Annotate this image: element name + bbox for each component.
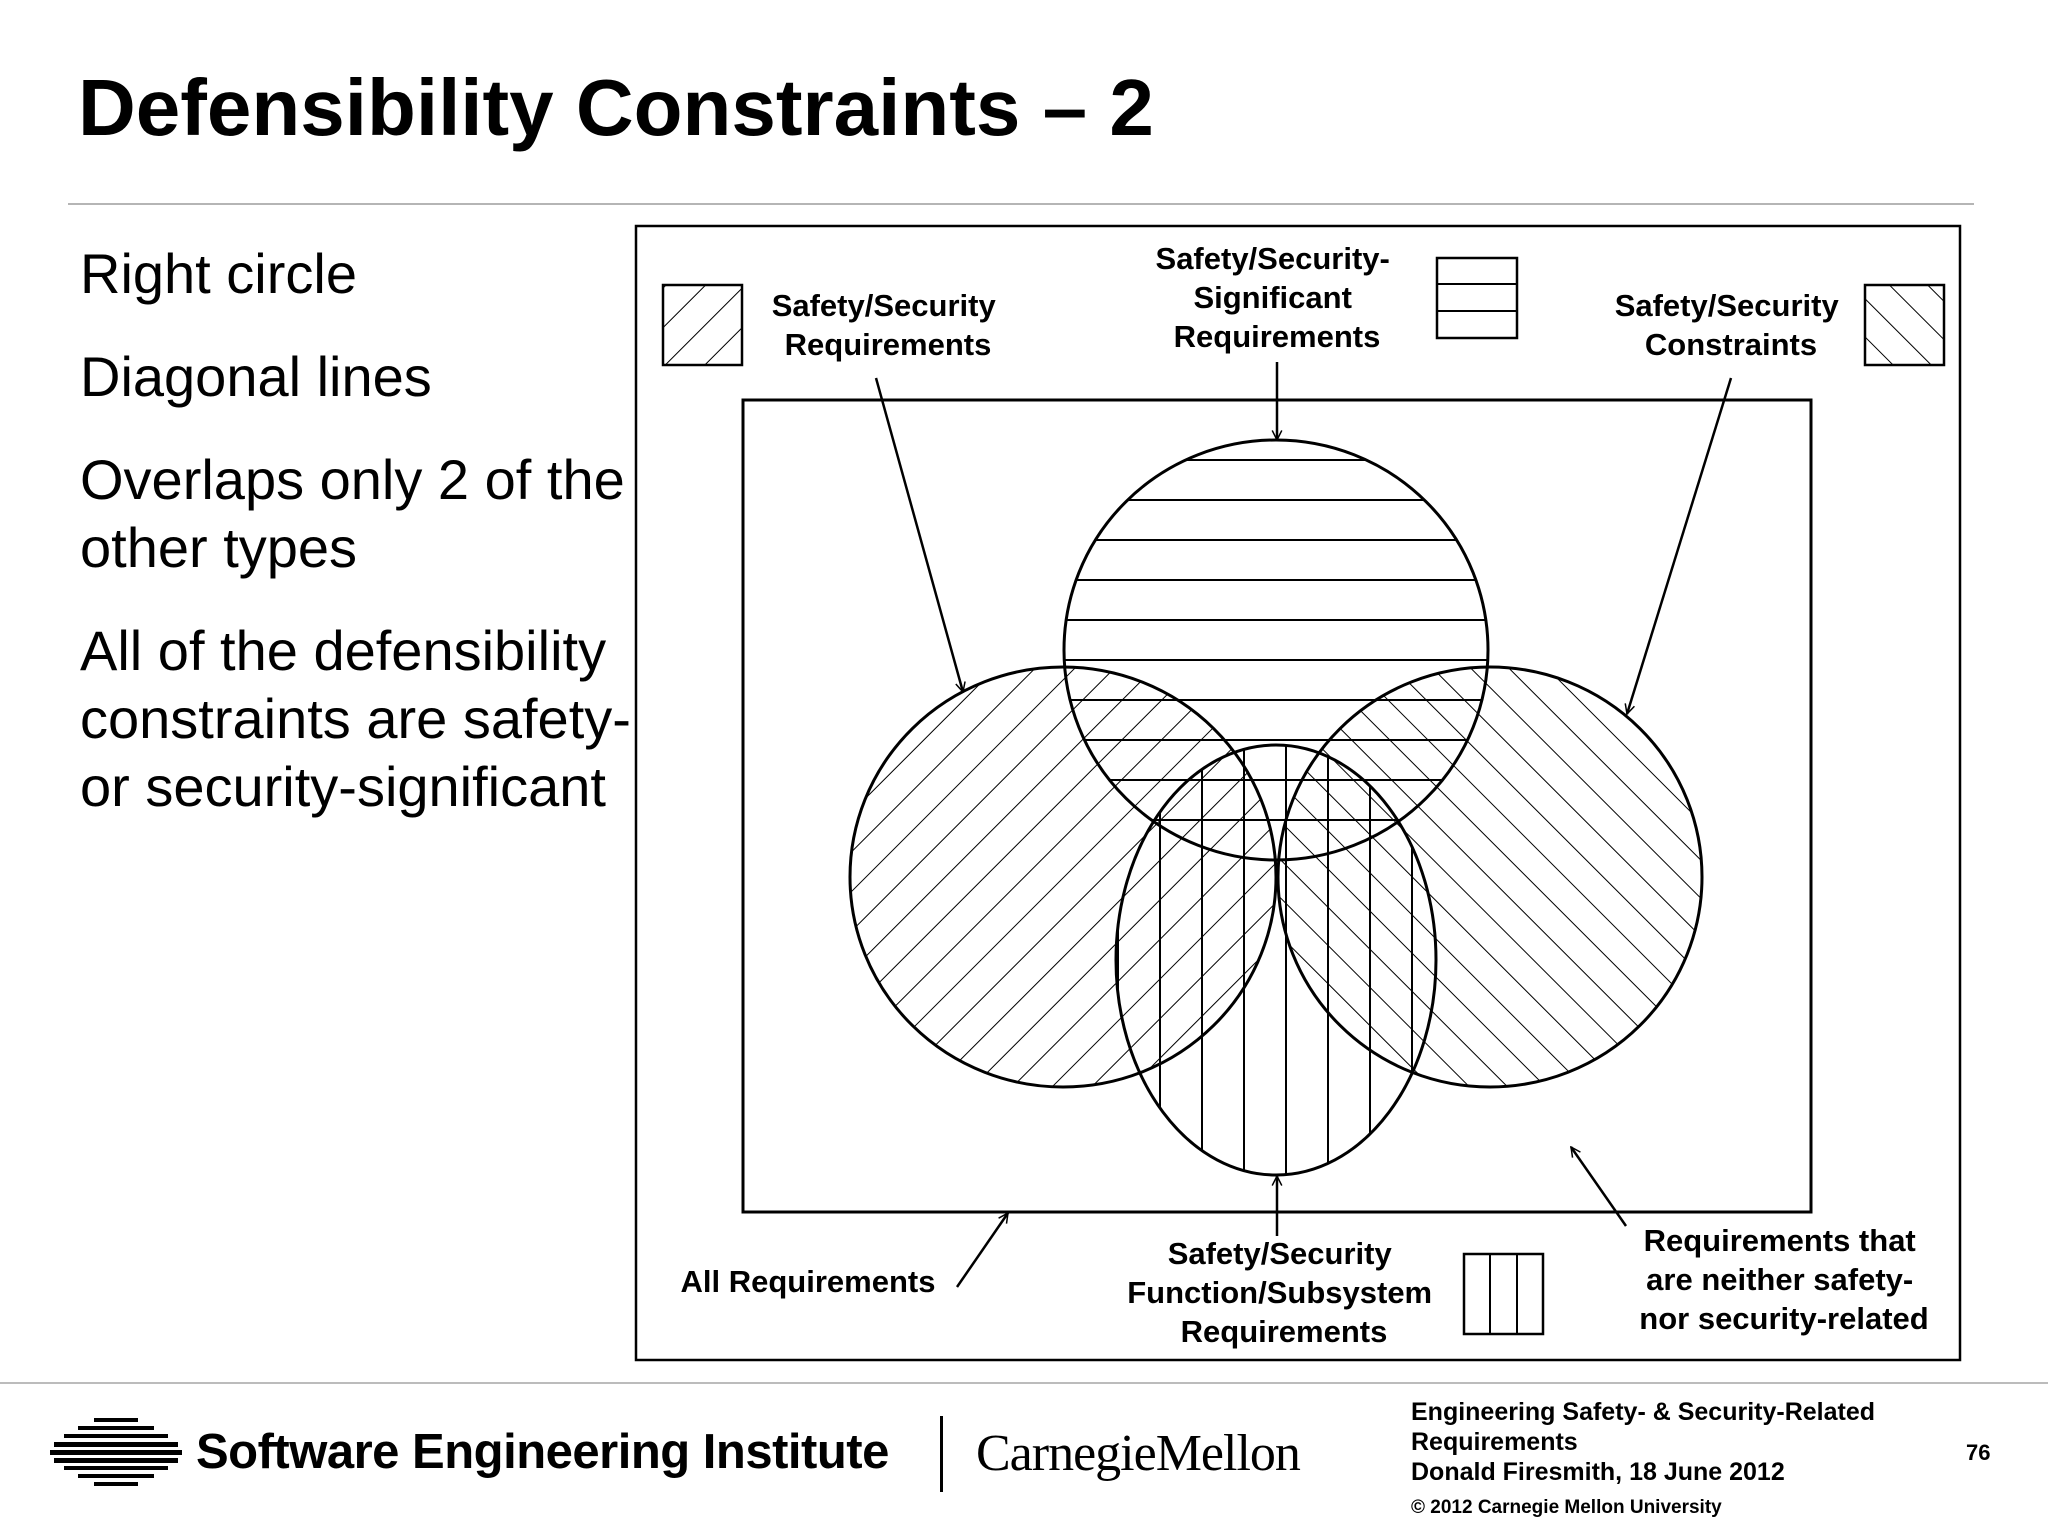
cmu-wordmark: CarnegieMellon (976, 1425, 1301, 1482)
copyright-notice: © 2012 Carnegie Mellon University (1411, 1497, 1722, 1518)
constraints-circle (1276, 665, 1704, 1089)
title-divider (68, 203, 1974, 205)
sei-logo-icon (50, 1418, 182, 1486)
slide-title: Defensibility Constraints – 2 (78, 63, 1154, 152)
legend-swatch-function (1462, 1252, 1545, 1336)
requirements-arrow (874, 377, 963, 692)
legend-swatch-constraints (1863, 283, 1946, 367)
requirements-label: Safety/Security Requirements (772, 288, 1005, 362)
legend-swatch-requirements (661, 283, 744, 367)
page-number: 76 (1966, 1440, 1991, 1465)
footer-divider (0, 1382, 2048, 1384)
bullet-list: Right circle Diagonal lines Overlaps onl… (80, 240, 640, 856)
presentation-title-line: Requirements (1411, 1428, 1578, 1456)
diagram-frame (634, 224, 1962, 1362)
constraints-label: Safety/Security Constraints (1615, 288, 1848, 362)
sei-wordmark: Software Engineering Institute (196, 1425, 889, 1479)
function-label: Safety/Security Function/Subsystem Requi… (1127, 1236, 1441, 1349)
presentation-info: Engineering Safety- & Security-Related R… (1411, 1397, 1875, 1487)
presentation-title-line: Engineering Safety- & Security-Related (1411, 1398, 1876, 1426)
requirements-circle (848, 665, 1278, 1089)
function-circle-fill (1116, 745, 1436, 1175)
bullet-item: Diagonal lines (80, 345, 432, 408)
venn-diagram: Safety/Security Requirements Safety/Secu… (634, 224, 1962, 1362)
constraints-arrow (1627, 377, 1733, 714)
presentation-author-date: Donald Firesmith, 18 June 2012 (1411, 1458, 1785, 1486)
all-requirements-label: All Requirements (681, 1264, 936, 1299)
bullet-item: All of the defensibility constraints are… (80, 619, 631, 818)
all-requirements-arrow (955, 1213, 1010, 1288)
legend-swatch-significant (1435, 256, 1519, 340)
bullet-item: Right circle (80, 242, 357, 305)
significant-label: Safety/Security- Significant Requirement… (1156, 241, 1399, 354)
neither-label: Requirements that are neither safety- no… (1639, 1223, 1928, 1336)
neither-arrow (1569, 1147, 1628, 1227)
bullet-item: Overlaps only 2 of the other types (80, 448, 625, 579)
logo-divider (940, 1416, 943, 1492)
